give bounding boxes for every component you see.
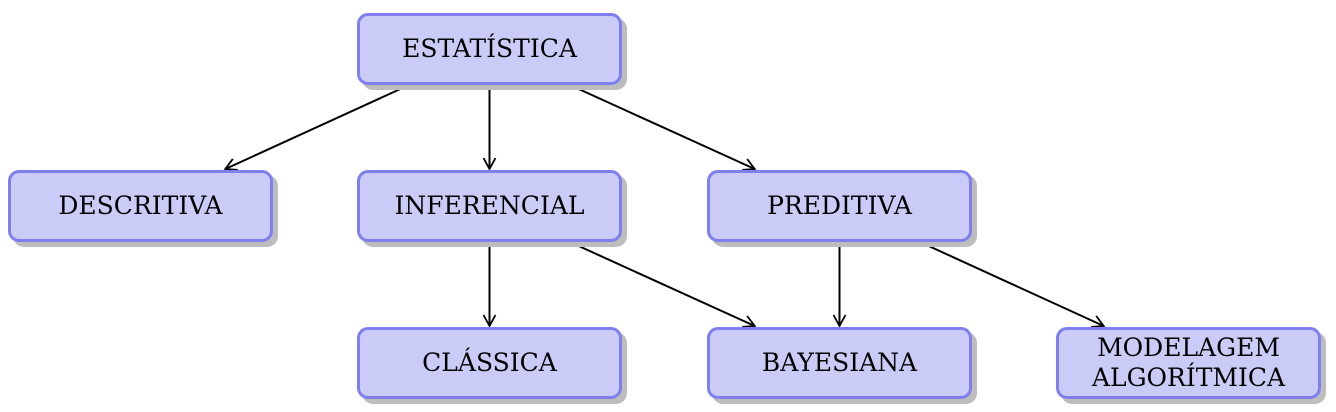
node-bayesiana: BAYESIANA <box>707 327 972 399</box>
node-preditiva: PREDITIVA <box>707 170 972 242</box>
node-modelagem-algoritmica: MODELAGEM ALGORÍTMICA <box>1056 327 1321 399</box>
node-classica: CLÁSSICA <box>357 327 622 399</box>
edge-estatistica-to-preditiva <box>573 86 757 171</box>
node-label: CLÁSSICA <box>422 348 557 377</box>
node-estatistica: ESTATÍSTICA <box>357 13 622 85</box>
node-label: INFERENCIAL <box>394 191 585 220</box>
node-label: MODELAGEM ALGORÍTMICA <box>1091 333 1286 392</box>
node-inferencial: INFERENCIAL <box>357 170 622 242</box>
edge-estatistica-to-descritiva <box>223 86 406 171</box>
node-label: BAYESIANA <box>761 348 918 377</box>
node-label: PREDITIVA <box>767 191 912 220</box>
edge-preditiva-to-modelagem <box>923 243 1106 328</box>
node-label: DESCRITIVA <box>58 191 223 220</box>
node-descritiva: DESCRITIVA <box>8 170 273 242</box>
node-label: ESTATÍSTICA <box>402 34 577 63</box>
edge-inferencial-to-bayesiana <box>573 243 757 328</box>
